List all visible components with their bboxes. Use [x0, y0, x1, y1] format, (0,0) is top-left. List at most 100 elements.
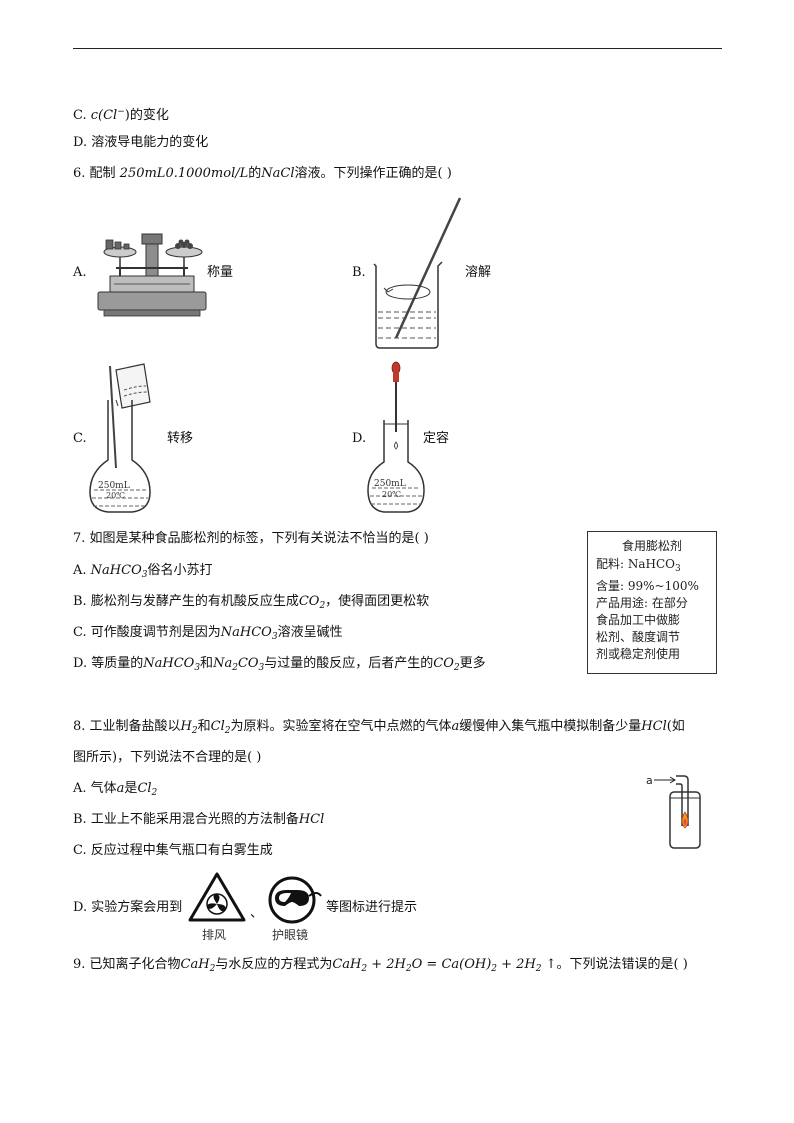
exhaust-icon-caption: 排风 — [202, 928, 227, 942]
q9-chem1: CaH — [180, 957, 210, 972]
label-ingredient: 配料: NaHCO3 — [596, 556, 708, 578]
q9-eq-cah: CaH — [332, 957, 362, 972]
q7-opta-chem: NaHCO — [90, 563, 142, 578]
q6-stem-chem: NaCl — [261, 166, 295, 181]
q8-stem-cl2-sub: 2 — [224, 726, 231, 736]
q7-optd-mid: 与过量的酸反应，后者产生的 — [264, 656, 434, 671]
q6-stem-mid: 的 — [248, 166, 262, 181]
flask-dropper-figure: 250mL 20℃ — [367, 361, 425, 513]
flask-c-volume-label: 250mL — [98, 481, 130, 491]
q5-optc-expr: c(Cl — [90, 108, 118, 123]
q7-optd-chem2a: Na — [213, 656, 233, 671]
q9-eq-sub3: 2 — [491, 964, 498, 974]
q7-optd-sub1: 3 — [194, 663, 201, 673]
beaker-stirring-figure — [373, 197, 462, 349]
q7-optb-post: ，使得面团更松软 — [325, 594, 430, 609]
gas-jar-apparatus-figure: a — [646, 774, 701, 849]
q6-option-a-letter: A. — [73, 265, 87, 280]
q8-option-d-separator: 、 — [250, 906, 264, 921]
flask-d-temp-label: 20℃ — [382, 490, 401, 499]
label-ingredient-text: 配料: NaHCO — [596, 557, 675, 571]
q8-option-d-suffix: 等图标进行提示 — [326, 900, 418, 915]
q7-optd-chem3: CO — [433, 656, 454, 671]
q6-stem: 6. 配制 250mL0.1000mol/L的NaCl溶液。下列操作正确的是( … — [73, 165, 452, 183]
q7-optd-sub3: 2 — [453, 663, 460, 673]
q6-option-c-caption: 转移 — [167, 431, 194, 446]
q6-stem-post: 溶液。下列操作正确的是( ) — [294, 166, 452, 181]
q5-optc-sup: − — [117, 107, 125, 117]
q7-optd-chem2b: CO — [237, 656, 259, 671]
q7-optc-chem: NaHCO — [220, 625, 272, 640]
apparatus-gas-a-label: a — [646, 774, 653, 787]
q7-option-d: D. 等质量的NaHCO3和Na2CO3与过量的酸反应，后者产生的CO2更多 — [73, 655, 486, 677]
q8-option-b: B. 工业上不能采用混合光照的方法制备HCl — [73, 811, 324, 829]
q7-optc-prefix: C. 可作酸度调节剂是因为 — [73, 625, 221, 640]
q7-optd-prefix: D. 等质量的 — [73, 656, 144, 671]
q8-stem-mid2: 缓慢伸入集气瓶中模拟制备少量 — [459, 719, 642, 734]
q9-stem-mid: 与水反应的方程式为 — [215, 957, 333, 972]
q8-stem-and: 和 — [197, 719, 211, 734]
q9-stem-prefix: 9. 已知离子化合物 — [73, 957, 181, 972]
q6-stem-expr: 250mL0.1000mol/L — [119, 166, 249, 181]
label-content: 含量: 99%~100% — [596, 579, 699, 593]
q6-option-a-caption: 称量 — [207, 265, 234, 280]
exhaust-fan-icon — [188, 872, 246, 922]
goggles-icon-caption: 护眼镜 — [272, 928, 309, 942]
q6-stem-prefix: 6. 配制 — [73, 166, 120, 181]
q7-optb-chem: CO — [298, 594, 320, 609]
q9-eq-sub2: 2 — [405, 964, 412, 974]
q8-stem-line1: 8. 工业制备盐酸以H2和Cl2为原料。实验室将在空气中点燃的气体a缓慢伸入集气… — [73, 718, 685, 740]
q8-optb-chem: HCl — [298, 812, 325, 827]
label-usage-1: 产品用途: 在部分 — [596, 596, 688, 610]
balance-scale-figure — [97, 233, 207, 317]
q8-stem-mid: 为原料。实验室将在空气中点燃的气体 — [230, 719, 452, 734]
q8-option-d-prefix: D. 实验方案会用到 — [73, 900, 183, 915]
q7-opta-post: 俗名小苏打 — [147, 563, 213, 578]
q8-optb-prefix: B. 工业上不能采用混合光照的方法制备 — [73, 812, 299, 827]
q9-eq-sub1: 2 — [361, 964, 368, 974]
label-title: 食用膨松剂 — [621, 539, 682, 553]
q6-option-d-caption: 定容 — [423, 431, 450, 446]
q7-optd-sub2b: 3 — [258, 663, 265, 673]
q9-stem-post: 。下列说法错误的是( ) — [556, 957, 688, 972]
q8-stem-h2-sub: 2 — [191, 726, 198, 736]
q8-opta-gas-a: a — [116, 781, 125, 796]
q8-stem-line2: 图所示)，下列说法不合理的是( ) — [73, 750, 262, 765]
goggles-icon — [268, 876, 322, 924]
q6-option-b-caption: 溶解 — [465, 265, 492, 280]
q5-optc-prefix: C. — [73, 108, 91, 123]
header-rule — [73, 48, 722, 49]
q7-stem: 7. 如图是某种食品膨松剂的标签，下列有关说法不恰当的是( ) — [73, 531, 429, 546]
q5-optc-post: )的变化 — [124, 108, 169, 123]
flask-transfer-figure: 250mL 20℃ — [89, 363, 151, 513]
q8-stem-h2: H — [180, 719, 192, 734]
label-usage-2: 食品加工中做膨 — [596, 613, 681, 627]
q6-option-b-letter: B. — [352, 265, 366, 280]
q8-option-c: C. 反应过程中集气瓶口有白雾生成 — [73, 843, 273, 858]
q7-option-a: A. NaHCO3俗名小苏打 — [73, 562, 212, 584]
q7-optb-prefix: B. 膨松剂与发酵产生的有机酸反应生成 — [73, 594, 299, 609]
q8-opta-prefix: A. 气体 — [73, 781, 117, 796]
q8-option-a: A. 气体a是Cl2 — [73, 780, 157, 802]
flask-c-temp-label: 20℃ — [106, 491, 125, 500]
q6-option-c-letter: C. — [73, 431, 87, 446]
q7-optd-post: 更多 — [459, 656, 486, 671]
label-usage-3: 松剂、酸度调节 — [596, 630, 681, 644]
flask-d-volume-label: 250mL — [374, 479, 406, 489]
q6-option-d-letter: D. — [352, 431, 367, 446]
q7-opta-prefix: A. — [73, 563, 91, 578]
q5-option-d: D. 溶液导电能力的变化 — [73, 135, 209, 150]
q7-optd-and: 和 — [200, 656, 214, 671]
q7-optd-chem1: NaHCO — [143, 656, 195, 671]
q9-eq-h: + 2H — [367, 957, 406, 972]
q7-optc-post: 溶液呈碱性 — [277, 625, 343, 640]
q7-opta-sub: 3 — [141, 570, 148, 580]
q9-eq-arrow: ↑ — [541, 957, 557, 972]
q8-stem-hcl: HCl — [641, 719, 667, 734]
q9-stem: 9. 已知离子化合物CaH2与水反应的方程式为CaH2 + 2H2O = Ca(… — [73, 956, 688, 978]
q9-eq-sub4: 2 — [535, 964, 542, 974]
q8-stem-gas-a: a — [451, 719, 460, 734]
q7-optc-sub: 3 — [271, 632, 278, 642]
label-usage-4: 剂或稳定剂使用 — [596, 647, 681, 661]
